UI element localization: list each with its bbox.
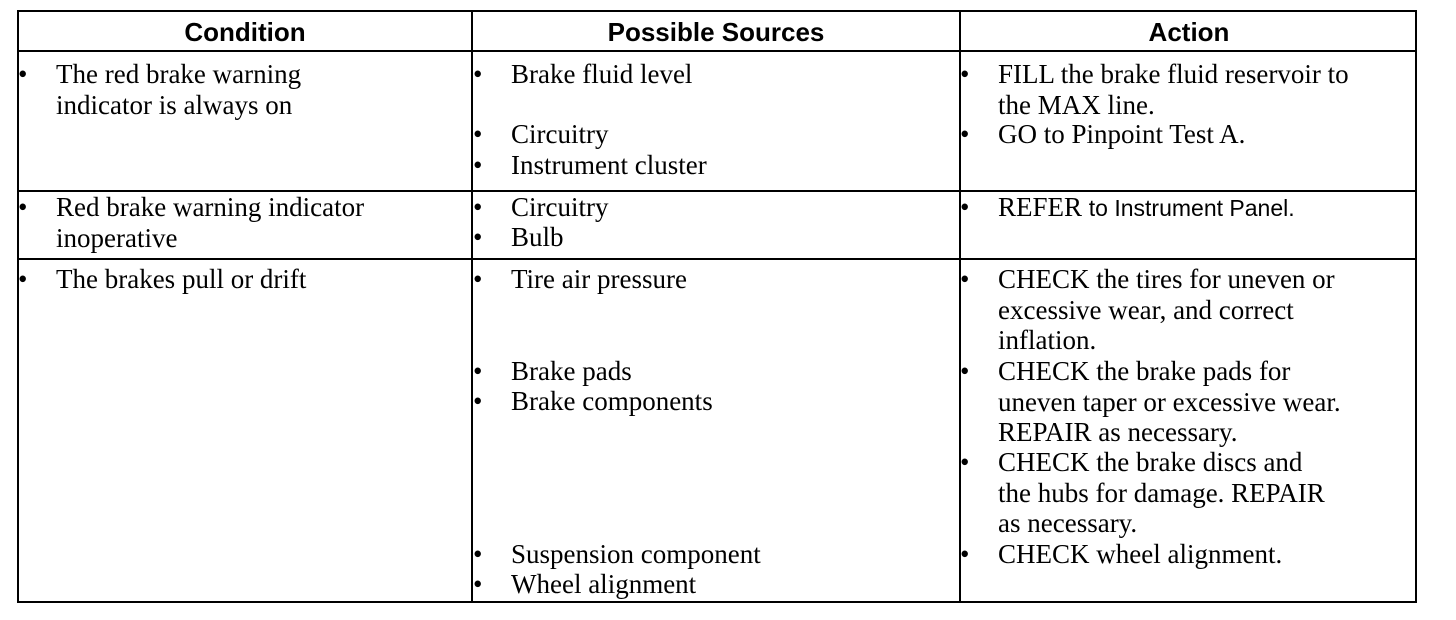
condition-item: •Red brake warning indicator inoperative bbox=[18, 192, 365, 253]
condition-item: •The red brake warning indicator is alwa… bbox=[18, 59, 302, 120]
header-action: Action bbox=[1148, 17, 1230, 47]
condition-item: •The brakes pull or drift bbox=[18, 264, 307, 294]
column-divider bbox=[471, 12, 473, 601]
action-item: •FILL the brake fluid reservoir to the M… bbox=[960, 59, 1349, 120]
action-item: •CHECK the brake pads for uneven taper o… bbox=[960, 356, 1341, 447]
source-item: •Wheel alignment bbox=[473, 569, 697, 599]
source-item: •Instrument cluster bbox=[473, 150, 707, 180]
diagnosis-table: Condition Possible Sources Action bbox=[17, 10, 1417, 603]
action-item: •GO to Pinpoint Test A. bbox=[960, 119, 1246, 149]
source-item: •Circuitry bbox=[473, 192, 609, 222]
action-item: •CHECK the tires for uneven or excessive… bbox=[960, 264, 1335, 355]
source-item: •Suspension component bbox=[473, 539, 761, 569]
source-item: •Brake fluid level bbox=[473, 59, 693, 89]
action-item: •REFER to Instrument Panel. bbox=[960, 192, 1295, 222]
source-item: •Bulb bbox=[473, 222, 564, 252]
source-item: •Tire air pressure bbox=[473, 264, 687, 294]
header-possible-sources: Possible Sources bbox=[607, 17, 825, 47]
header-condition: Condition bbox=[184, 17, 306, 47]
source-item: •Brake pads bbox=[473, 356, 632, 386]
action-item: •CHECK wheel alignment. bbox=[960, 539, 1283, 569]
row-divider bbox=[19, 258, 1415, 260]
header-divider bbox=[19, 50, 1415, 52]
column-divider bbox=[959, 12, 961, 601]
source-item: •Brake components bbox=[473, 386, 713, 416]
source-item: •Circuitry bbox=[473, 119, 609, 149]
row-divider bbox=[19, 190, 1415, 192]
action-item: •CHECK the brake discs and the hubs for … bbox=[960, 447, 1325, 538]
